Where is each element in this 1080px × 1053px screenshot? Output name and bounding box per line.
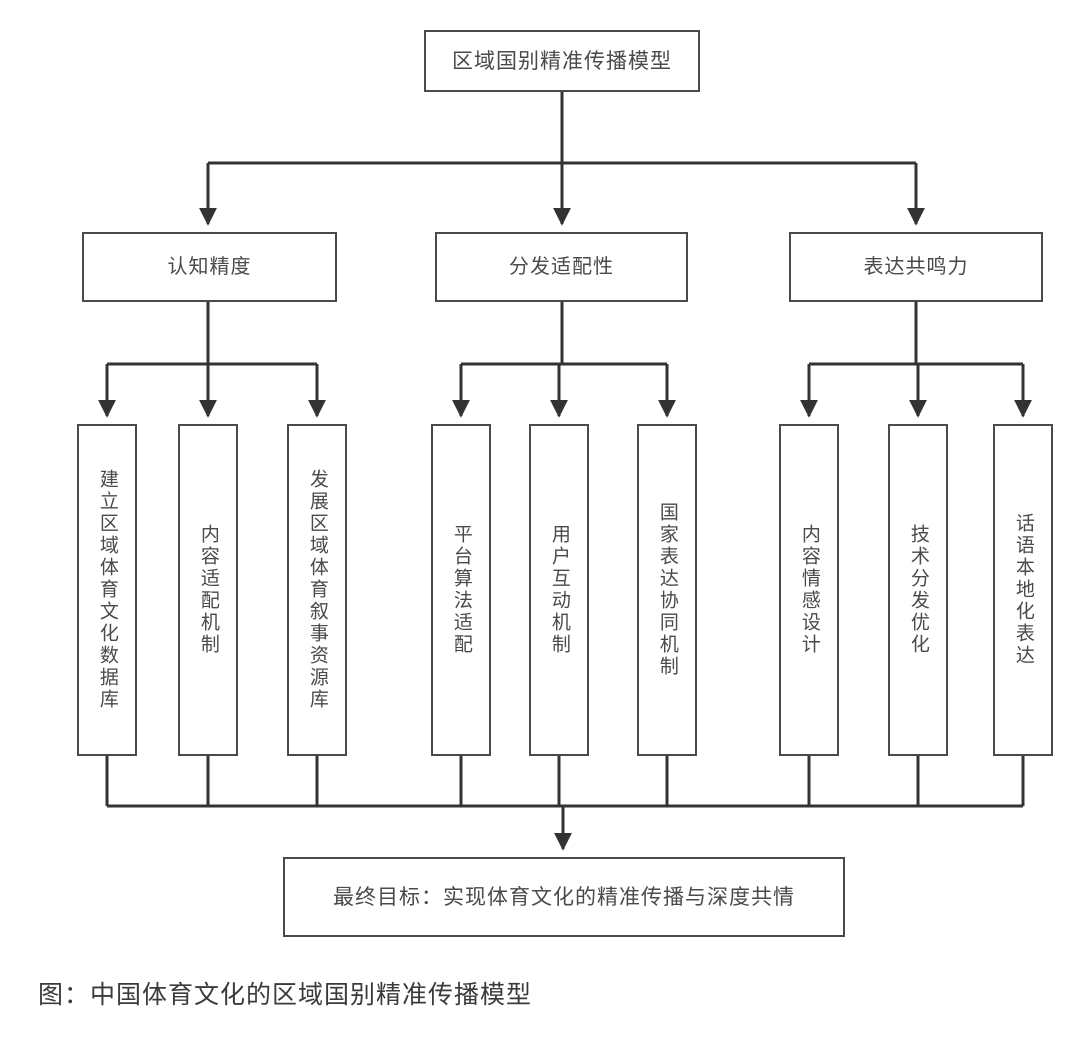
leaf-node-3[interactable]: 发展区域体育叙事资源库 — [287, 424, 347, 756]
goal-node[interactable]: 最终目标：实现体育文化的精准传播与深度共情 — [283, 857, 845, 937]
leaf-node-7-label: 内容情感设计 — [798, 524, 820, 656]
leaf-node-8[interactable]: 技术分发优化 — [888, 424, 948, 756]
pillar-node-2-label: 分发适配性 — [509, 255, 614, 278]
leaf-node-9-label: 话语本地化表达 — [1012, 513, 1034, 667]
leaf-node-4-label: 平台算法适配 — [450, 524, 472, 656]
leaf-node-1-label: 建立区域体育文化数据库 — [96, 469, 118, 711]
leaf-node-1[interactable]: 建立区域体育文化数据库 — [77, 424, 137, 756]
root-node[interactable]: 区域国别精准传播模型 — [424, 30, 700, 92]
leaf-node-6[interactable]: 国家表达协同机制 — [637, 424, 697, 756]
leaf-node-9[interactable]: 话语本地化表达 — [993, 424, 1053, 756]
leaf-node-5-label: 用户互动机制 — [548, 524, 570, 656]
goal-node-label: 最终目标：实现体育文化的精准传播与深度共情 — [333, 884, 795, 909]
leaf-node-5[interactable]: 用户互动机制 — [529, 424, 589, 756]
pillar-node-1[interactable]: 认知精度 — [82, 232, 337, 302]
leaf-node-3-label: 发展区域体育叙事资源库 — [306, 469, 328, 711]
leaf-node-6-label: 国家表达协同机制 — [656, 502, 678, 678]
leaf-node-2-label: 内容适配机制 — [197, 524, 219, 656]
leaf-node-4[interactable]: 平台算法适配 — [431, 424, 491, 756]
leaf-node-8-label: 技术分发优化 — [907, 524, 929, 656]
pillar-node-1-label: 认知精度 — [167, 255, 252, 278]
pillar-node-3[interactable]: 表达共鸣力 — [789, 232, 1043, 302]
root-node-label: 区域国别精准传播模型 — [452, 48, 672, 73]
pillar-node-2[interactable]: 分发适配性 — [435, 232, 688, 302]
leaf-node-7[interactable]: 内容情感设计 — [779, 424, 839, 756]
figure-caption: 图：中国体育文化的区域国别精准传播模型 — [38, 981, 533, 1009]
pillar-node-3-label: 表达共鸣力 — [863, 255, 969, 278]
leaf-node-2[interactable]: 内容适配机制 — [178, 424, 238, 756]
